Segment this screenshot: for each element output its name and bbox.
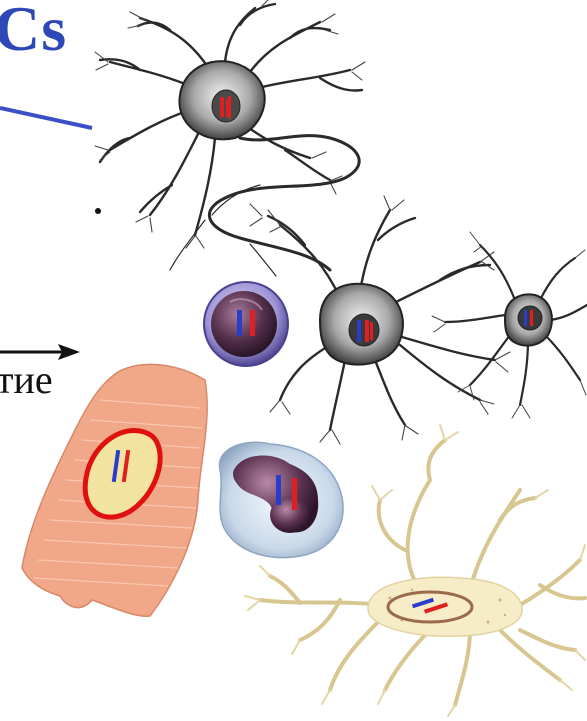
- neuron-top: [95, 0, 365, 276]
- round-blood-cell-icon: [204, 282, 288, 366]
- lobed-blood-cell-icon: [219, 442, 343, 557]
- arrow-caption-fragment: тие: [0, 356, 53, 403]
- ink-dot: [95, 208, 101, 214]
- chromosome-pair: [357, 320, 373, 342]
- label-cs-fragment: Cs: [0, 0, 67, 66]
- neuron-right: [432, 232, 587, 418]
- pointer-line: [0, 108, 92, 128]
